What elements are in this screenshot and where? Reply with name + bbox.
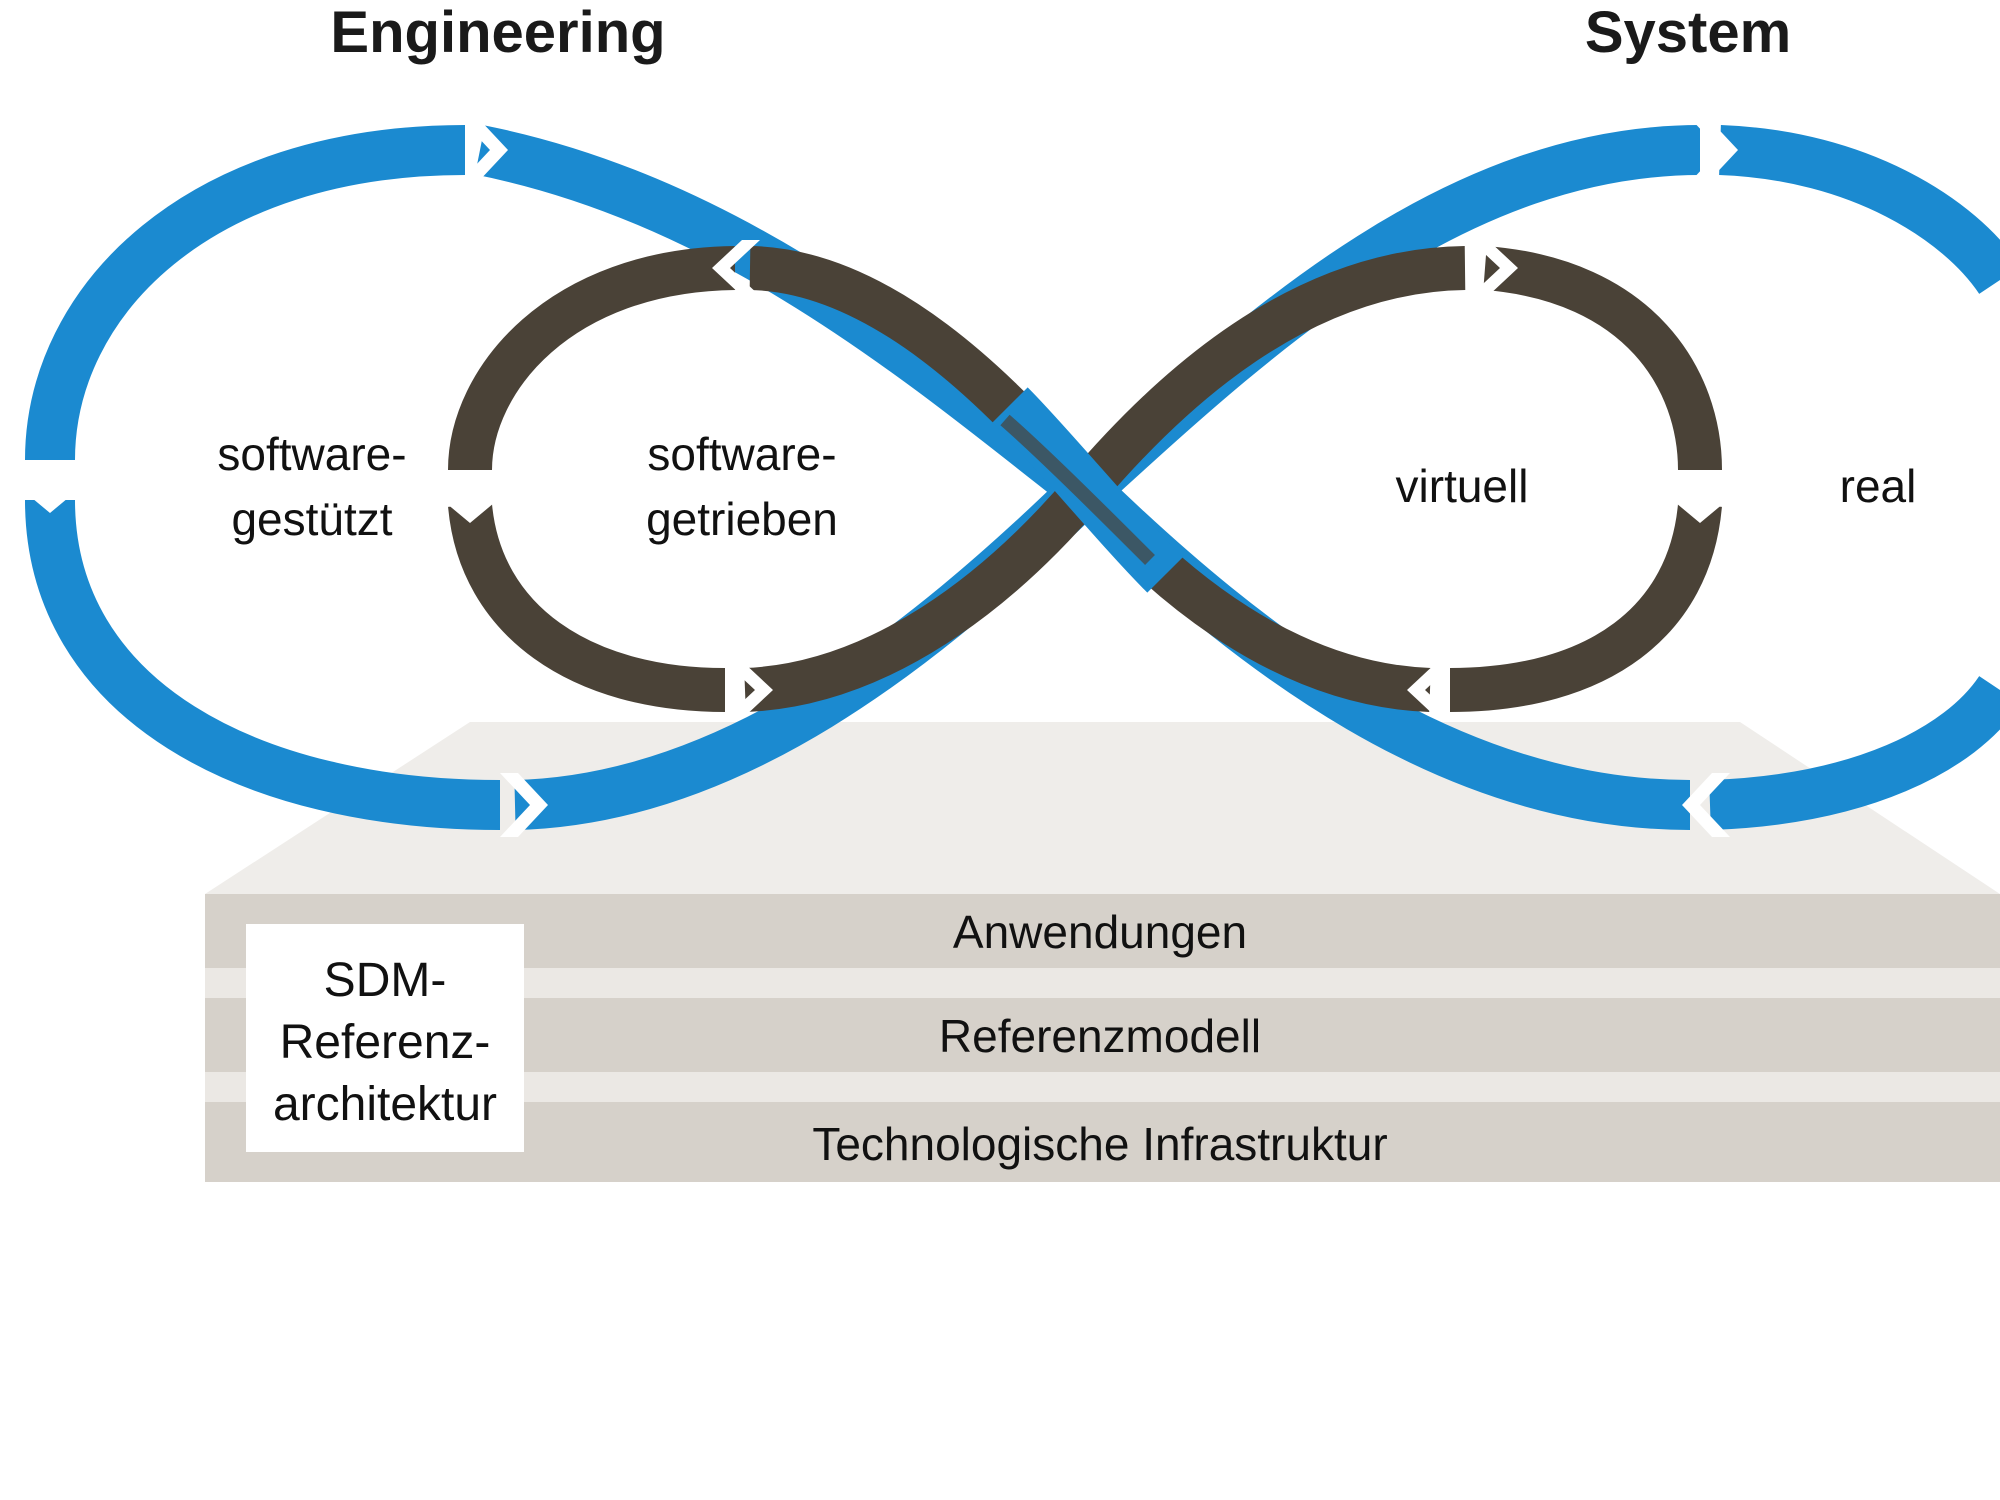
inner-loop-arrow-6 <box>1483 246 1722 471</box>
notch-inner-top-left <box>712 240 760 296</box>
inner-loop-arrow-4 <box>743 475 1102 712</box>
inner-loop-arrow-2 <box>448 246 736 471</box>
layer-applications-label: Anwendungen <box>953 906 1247 958</box>
label-software-getrieben-line1: software- <box>647 428 836 480</box>
inner-loop-arrow-5 <box>1068 246 1466 505</box>
label-real: real <box>1840 460 1917 512</box>
notch-outer-top-right <box>1690 118 1738 182</box>
architecture-box-line3: architektur <box>273 1078 497 1131</box>
heading-system: System <box>1585 0 1791 65</box>
notch-inner-bottom-right <box>1407 662 1455 718</box>
notch-inner-top-right <box>1470 240 1518 296</box>
notch-inner-right <box>1670 480 1730 523</box>
label-software-gestuetzt-line1: software- <box>217 428 406 480</box>
notch-outer-bottom-left <box>500 773 548 837</box>
inner-loop-arrow-3 <box>448 502 726 712</box>
architecture-box-line2: Referenz- <box>280 1016 491 1069</box>
layer-reference-model-label: Referenzmodell <box>939 1010 1261 1062</box>
architecture-box <box>246 924 524 1152</box>
notch-outer-top-left <box>460 118 508 182</box>
outer-loop-arrow-8 <box>1709 675 2000 830</box>
inner-loop-crossing <box>1000 414 1155 565</box>
architecture-platform: Anwendungen Referenzmodell Technologisch… <box>205 722 2000 1182</box>
architecture-box-line1: SDM- <box>324 954 447 1007</box>
loop-arrow-notches <box>20 118 1738 837</box>
layer-infrastructure-label: Technologische Infrastruktur <box>812 1118 1387 1170</box>
notch-inner-bottom-left <box>725 662 773 718</box>
notch-outer-left <box>20 470 80 513</box>
label-virtuell: virtuell <box>1396 460 1529 512</box>
outer-loop-arrow-3 <box>25 499 501 830</box>
heading-engineering: Engineering <box>330 0 665 65</box>
label-software-getrieben-line2: getrieben <box>646 493 838 545</box>
label-software-gestuetzt-line2: gestützt <box>231 493 392 545</box>
notch-inner-left <box>440 480 500 523</box>
notch-outer-bottom-right <box>1682 773 1730 837</box>
inner-loop-arrow-7 <box>1449 502 1722 712</box>
outer-loop-arrow-6 <box>1718 125 2000 295</box>
outer-loop-arrow-2 <box>25 125 466 461</box>
